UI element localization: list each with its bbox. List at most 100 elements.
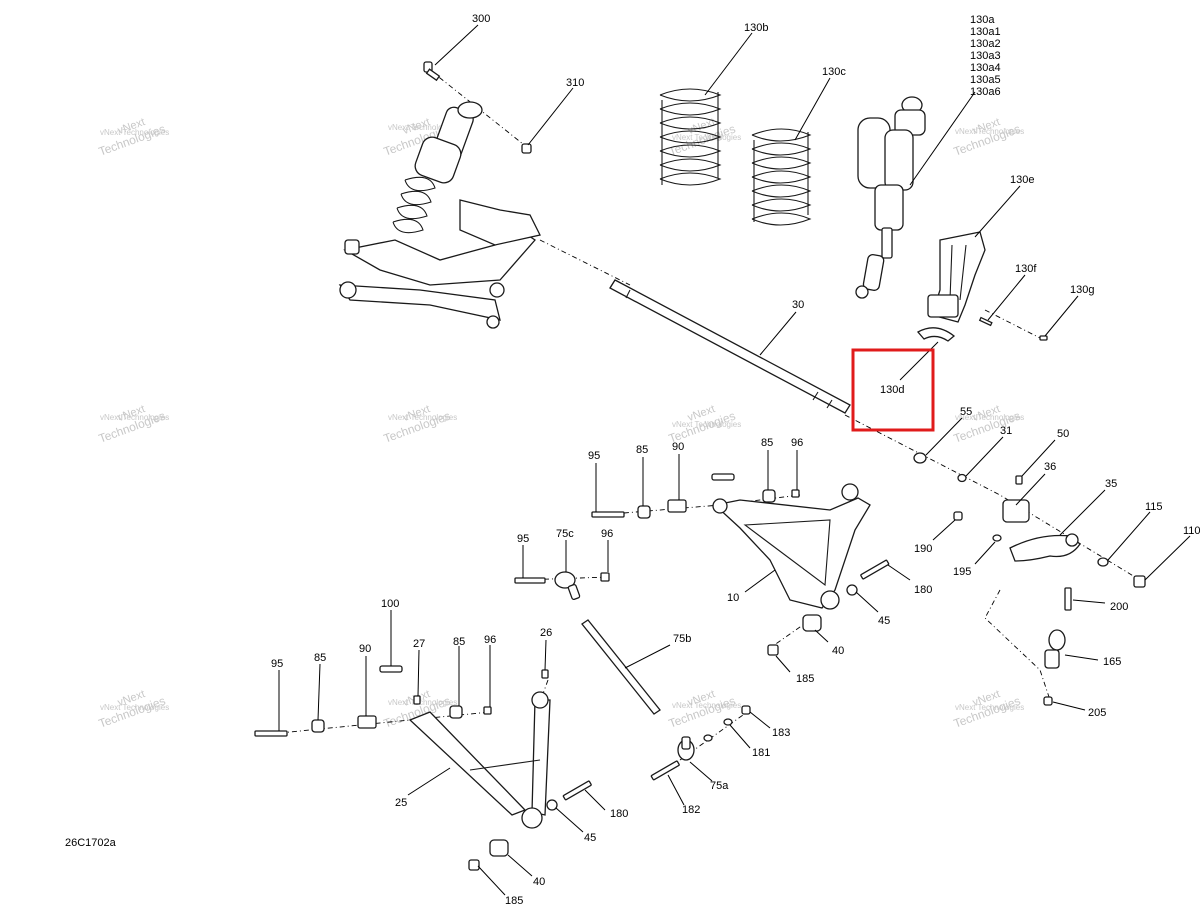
part-75c-rodend [554,571,581,601]
callout-130a4: 130a4 [970,62,1001,74]
callout-96-a: 96 [791,437,803,449]
svg-text:vNext Technologies: vNext Technologies [955,703,1024,712]
callout-130f: 130f [1015,263,1037,275]
part-165-linkend [1044,629,1066,669]
part-130f-pin [978,316,993,327]
callout-190: 190 [914,543,932,555]
part-96-nut [791,489,800,498]
part-110-nut [1133,575,1146,588]
part-115-washer [1097,557,1109,567]
part-130e-bracket [927,231,986,323]
callout-310: 310 [566,77,584,89]
callout-10: 10 [727,592,739,604]
callout-75a: 75a [710,780,729,792]
part-96-nut [483,706,492,715]
callout-85-b: 85 [761,437,773,449]
svg-text:vNext Technologies: vNext Technologies [388,413,457,422]
callout-130a6: 130a6 [970,86,1001,98]
svg-text:vNext Technologies: vNext Technologies [672,420,741,429]
callout-185-a: 185 [796,673,814,685]
part-10-arm [712,483,871,610]
part-300-bolt [423,61,441,82]
part-100-spacer [711,473,735,481]
callout-40-a: 40 [832,645,844,657]
svg-text:vNext Technologies: vNext Technologies [672,133,741,142]
svg-text:vNext Technologies: vNext Technologies [388,123,457,132]
callout-195: 195 [953,566,971,578]
callout-30: 30 [792,299,804,311]
callout-85-c: 85 [314,652,326,664]
part-45-oring [546,799,558,811]
callout-45-a: 45 [878,615,890,627]
callout-31: 31 [1000,425,1012,437]
svg-text:vNext Technologies: vNext Technologies [955,127,1024,136]
part-90-sleeve [357,715,377,729]
callout-95-a: 95 [588,450,600,462]
callout-90-b: 90 [359,643,371,655]
callout-130a1: 130a1 [970,26,1001,38]
part-75b-tube [581,619,661,715]
part-50-fitting [1015,475,1023,485]
part-35-arm [1009,533,1081,562]
svg-text:vNext Technologies: vNext Technologies [100,413,169,422]
callout-96-c: 96 [484,634,496,646]
callout-96-b: 96 [601,528,613,540]
part-100-spacer [379,665,403,673]
part-55-oring [913,452,927,464]
callout-130e: 130e [1010,174,1034,186]
part-182-bolt [650,760,680,781]
callout-130d: 130d [880,384,904,396]
callout-100: 100 [381,598,399,610]
part-190-nut [953,511,963,521]
part-200-bolt [1064,587,1072,611]
part-25-arm [408,691,551,829]
callout-50: 50 [1057,428,1069,440]
svg-text:vNext Technologies: vNext Technologies [100,703,169,712]
part-40-bushing [802,614,822,632]
part-75a-rodend [677,736,695,761]
assembled-suspension [338,101,541,329]
callout-75c: 75c [556,528,574,540]
callout-40-b: 40 [533,876,545,888]
part-40-bushing [489,839,509,857]
diagram-code: 26C1702a [65,837,117,849]
callout-labels: 300 310 130b 130c 130a 130a1 130a2 130a3… [271,13,1200,906]
callout-185-b: 185 [505,895,523,906]
callout-27: 27 [413,638,425,650]
part-183-nut [741,705,751,715]
part-185-nut [468,859,480,871]
part-85-bushing [762,489,776,503]
part-130g-clip [1039,335,1048,341]
callout-36: 36 [1044,461,1056,473]
callout-300: 300 [472,13,490,25]
callout-182: 182 [682,804,700,816]
callout-25: 25 [395,797,407,809]
callout-35: 35 [1105,478,1117,490]
callout-130g: 130g [1070,284,1094,296]
part-181-washer [703,718,733,742]
callout-180-a: 180 [914,584,932,596]
part-180-bolt [562,780,592,801]
part-310-nut [521,143,532,154]
part-30-axle [609,279,851,414]
callout-181: 181 [752,747,770,759]
part-85-bushing [311,719,325,733]
svg-text:vNext Technologies: vNext Technologies [672,701,741,710]
callout-205: 205 [1088,707,1106,719]
callout-110: 110 [1183,525,1200,537]
part-36-bearing [1002,499,1030,523]
callout-95-c: 95 [271,658,283,670]
callout-26: 26 [540,627,552,639]
part-26-fitting [541,669,549,679]
callout-45-b: 45 [584,832,596,844]
part-96-nut [600,572,610,582]
callout-130b: 130b [744,22,768,34]
part-45-oring [846,584,858,596]
part-95-bolt [591,511,625,518]
part-95-bolt [254,730,288,737]
callout-130c: 130c [822,66,846,78]
part-85-bushing [449,705,463,719]
callout-85-a: 85 [636,444,648,456]
part-130d-ring [916,327,956,342]
